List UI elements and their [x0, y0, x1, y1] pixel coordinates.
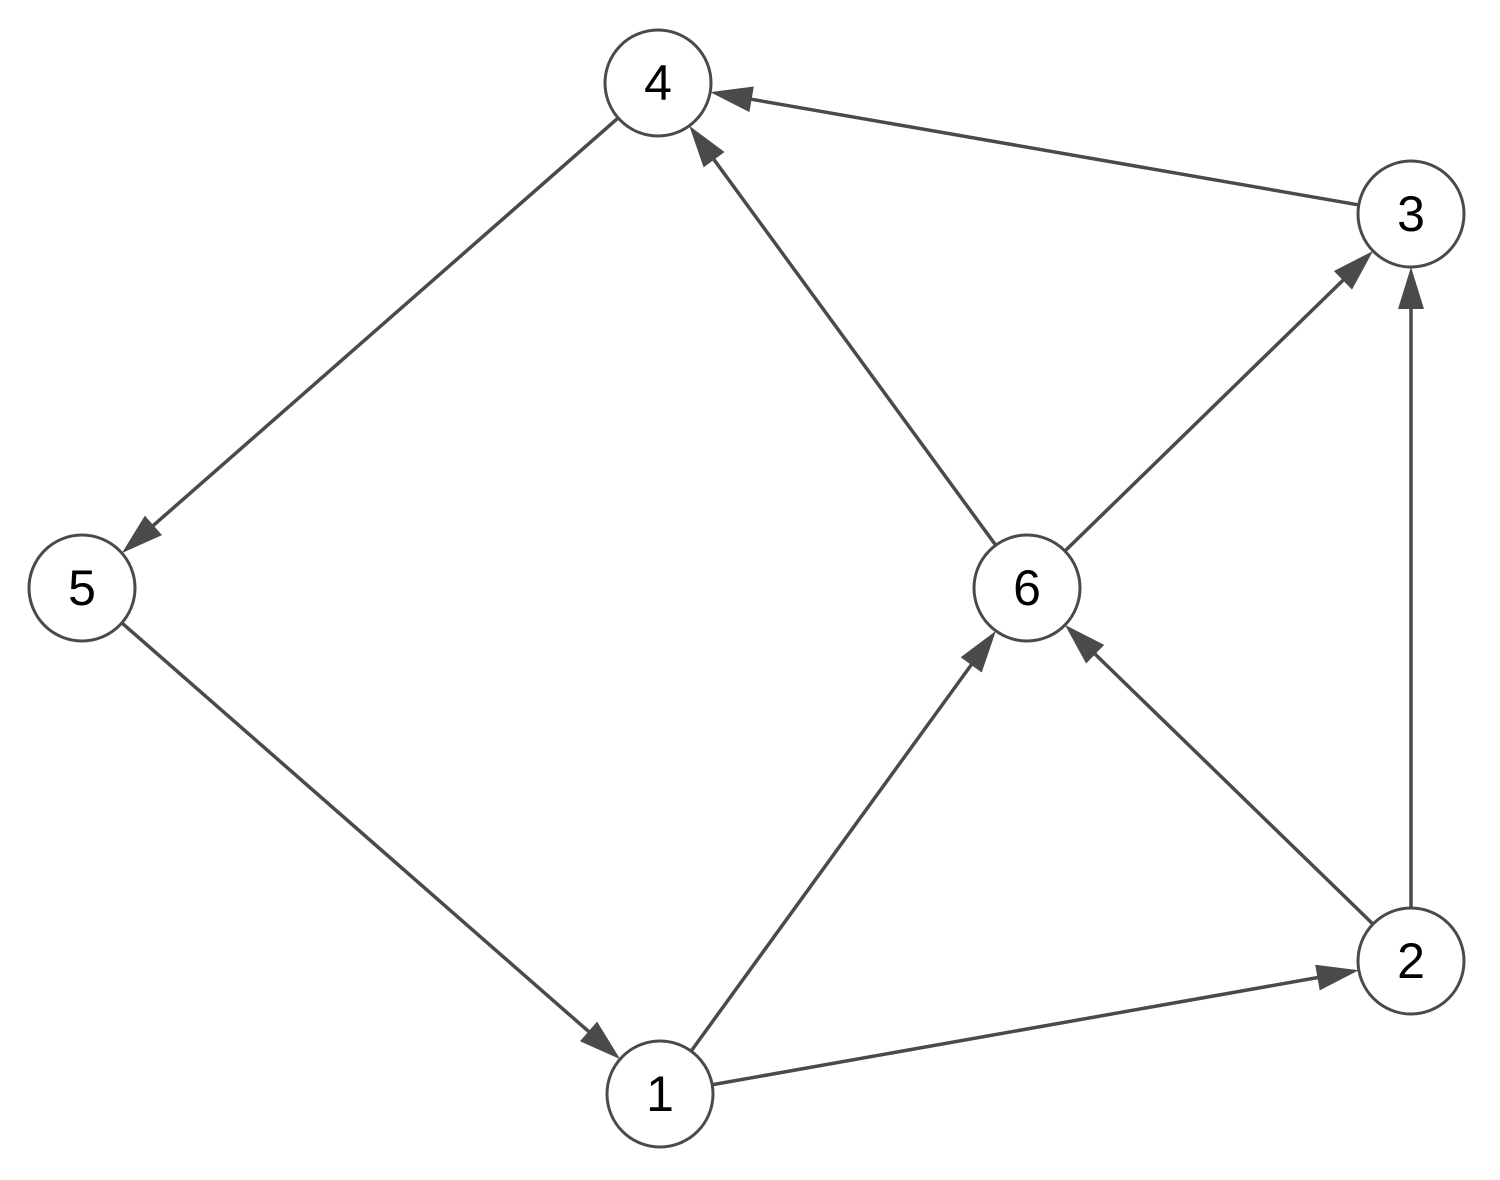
edges-layer: [120, 86, 1424, 1087]
edge-line: [1092, 651, 1375, 926]
node-label: 3: [1397, 186, 1425, 242]
node-circle: [1356, 906, 1466, 1016]
edge-6-to-3: [1063, 251, 1373, 553]
node-label: 1: [646, 1066, 674, 1122]
node-label: 2: [1397, 933, 1425, 989]
edge-line: [711, 157, 998, 547]
edge-line: [749, 97, 1360, 207]
edge-4-to-5: [121, 116, 620, 554]
edge-line: [1063, 277, 1346, 553]
arrowhead: [1333, 251, 1373, 290]
node-circle: [605, 1039, 715, 1149]
arrowhead: [1398, 267, 1424, 309]
arrowhead: [1065, 624, 1105, 664]
node-circle: [27, 533, 137, 643]
arrowhead: [960, 630, 996, 673]
node-3: 3: [1356, 159, 1466, 269]
arrowhead: [689, 125, 725, 168]
edge-line: [689, 662, 974, 1053]
edge-3-to-4: [710, 86, 1360, 207]
node-2: 2: [1356, 906, 1466, 1016]
edge-line: [120, 621, 592, 1035]
arrowhead: [580, 1021, 621, 1060]
nodes-layer: 1 2 3 4 5 6: [27, 28, 1466, 1149]
edge-5-to-1: [120, 621, 621, 1060]
node-6: 6: [972, 533, 1082, 643]
node-label: 5: [68, 560, 96, 616]
edge-1-to-2: [711, 964, 1359, 1087]
node-1: 1: [605, 1039, 715, 1149]
edge-6-to-4: [689, 125, 998, 547]
arrowhead: [121, 515, 162, 554]
node-4: 4: [603, 28, 713, 138]
edge-line: [711, 975, 1320, 1087]
edge-2-to-3: [1398, 267, 1424, 908]
edge-line: [150, 116, 620, 529]
arrowhead: [710, 86, 754, 113]
node-label: 4: [644, 55, 672, 111]
node-circle: [603, 28, 713, 138]
node-5: 5: [27, 533, 137, 643]
node-label: 6: [1013, 560, 1041, 616]
node-circle: [972, 533, 1082, 643]
edge-1-to-6: [689, 630, 996, 1053]
node-circle: [1356, 159, 1466, 269]
edge-2-to-6: [1065, 624, 1375, 926]
arrowhead: [1315, 964, 1359, 991]
